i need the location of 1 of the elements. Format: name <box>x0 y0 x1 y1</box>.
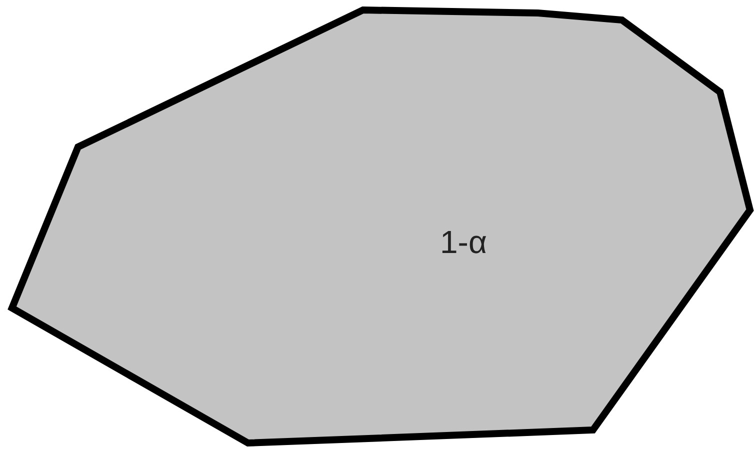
region-label: 1-α <box>440 224 487 261</box>
